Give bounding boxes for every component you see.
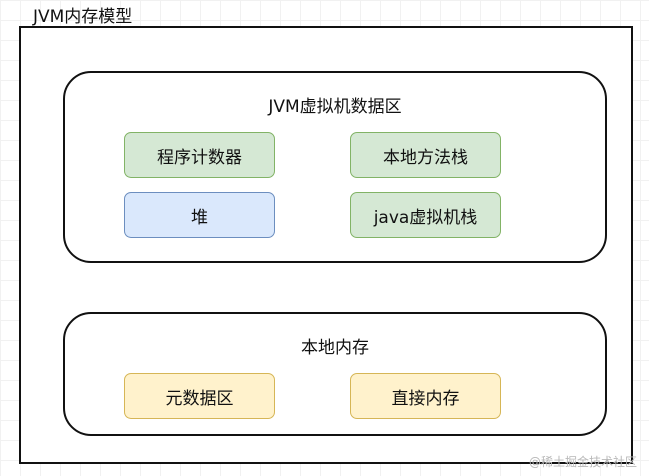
- diagram-title: JVM内存模型: [33, 7, 133, 27]
- direct-memory-box: 直接内存: [350, 373, 501, 419]
- jvm-data-area-title: JVM虚拟机数据区: [268, 97, 402, 117]
- program-counter-box: 程序计数器: [124, 132, 275, 178]
- watermark: @稀土掘金技术社区: [528, 455, 637, 469]
- metaspace-box: 元数据区: [124, 373, 275, 419]
- java-vm-stack-box: java虚拟机栈: [350, 192, 501, 238]
- native-memory-title: 本地内存: [301, 338, 369, 358]
- native-method-stack-box: 本地方法栈: [350, 132, 501, 178]
- heap-box: 堆: [124, 192, 275, 238]
